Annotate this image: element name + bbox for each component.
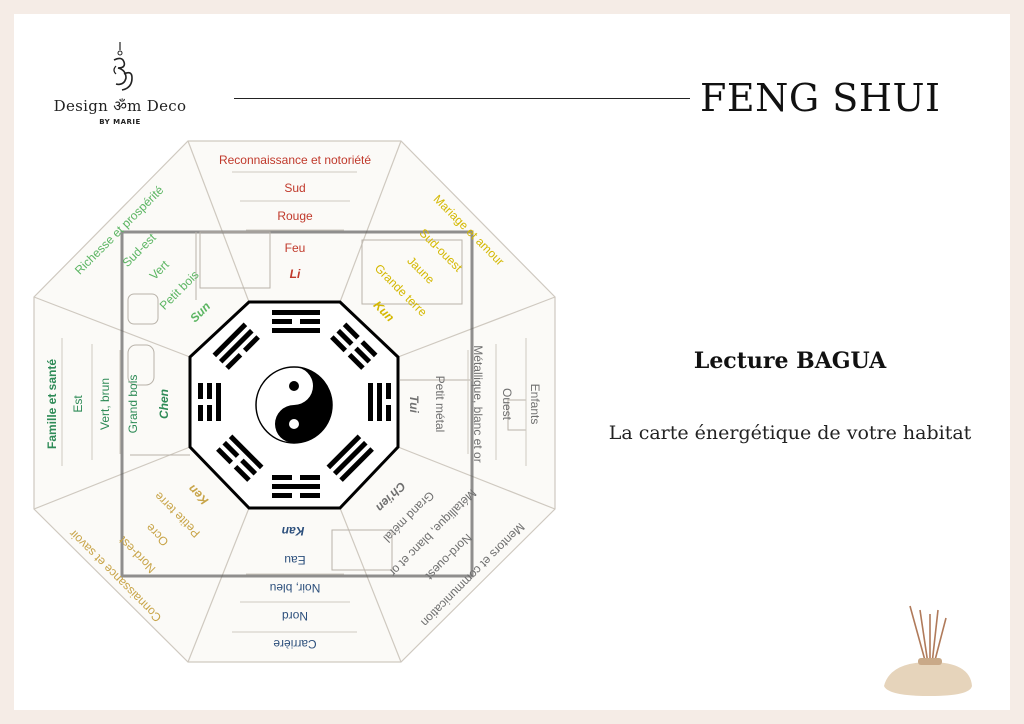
trigram-ken (216, 434, 264, 482)
header-divider (234, 98, 690, 99)
east-direction: Est (71, 395, 85, 413)
sector-north: Kan Eau Noir, bleu Nord Carrière (270, 524, 321, 651)
sector-dividers (33, 140, 556, 663)
lotus-om-icon (113, 42, 133, 91)
west-trigram: Tui (407, 395, 421, 413)
incense-icon (884, 605, 972, 696)
floor-plan (120, 230, 527, 578)
east-trigram: Chen (157, 389, 171, 419)
trigram-kun (330, 322, 378, 370)
east-color: Vert, brun (98, 378, 112, 430)
yin-yang-icon (255, 366, 333, 444)
trigram-chen (198, 383, 221, 421)
south-element: Feu (285, 241, 306, 255)
east-element: Grand bois (126, 375, 140, 434)
north-direction: Nord (282, 609, 308, 623)
north-element: Eau (284, 553, 305, 567)
south-trigram: Li (290, 267, 301, 281)
trigram-sun (212, 322, 260, 370)
north-trigram: Kan (282, 524, 305, 538)
south-aspiration: Reconnaissance et notoriété (219, 153, 371, 167)
south-color: Rouge (277, 209, 313, 223)
west-color: Métallique, blanc et or (471, 345, 485, 462)
brand-subtitle: BY MARIE (99, 118, 141, 126)
trigram-tui (368, 383, 391, 421)
page-title: FENG SHUI (700, 76, 941, 120)
east-aspiration: Famille et santé (45, 359, 59, 449)
section-description: La carte énergétique de votre habitat (608, 422, 972, 444)
west-direction: Ouest (500, 388, 514, 421)
sector-south: Reconnaissance et notoriété Sud Rouge Fe… (219, 153, 371, 281)
west-aspiration: Enfants (528, 384, 542, 425)
north-color: Noir, bleu (270, 581, 321, 595)
north-aspiration: Carrière (273, 637, 317, 651)
sector-west: Enfants Ouest Métallique, blanc et or Pe… (407, 345, 542, 462)
south-direction: Sud (284, 181, 305, 195)
sector-rules (61, 171, 527, 633)
sector-east: Famille et santé Est Vert, brun Grand bo… (45, 359, 171, 449)
trigram-chien (326, 434, 374, 482)
brand-name: Design ॐm Deco (53, 97, 187, 115)
trigram-kan (272, 475, 320, 498)
west-element: Petit métal (433, 376, 447, 433)
section-subtitle: Lecture BAGUA (693, 348, 887, 374)
trigram-li (272, 310, 320, 333)
logo: Design ॐm Deco BY MARIE (50, 40, 190, 130)
